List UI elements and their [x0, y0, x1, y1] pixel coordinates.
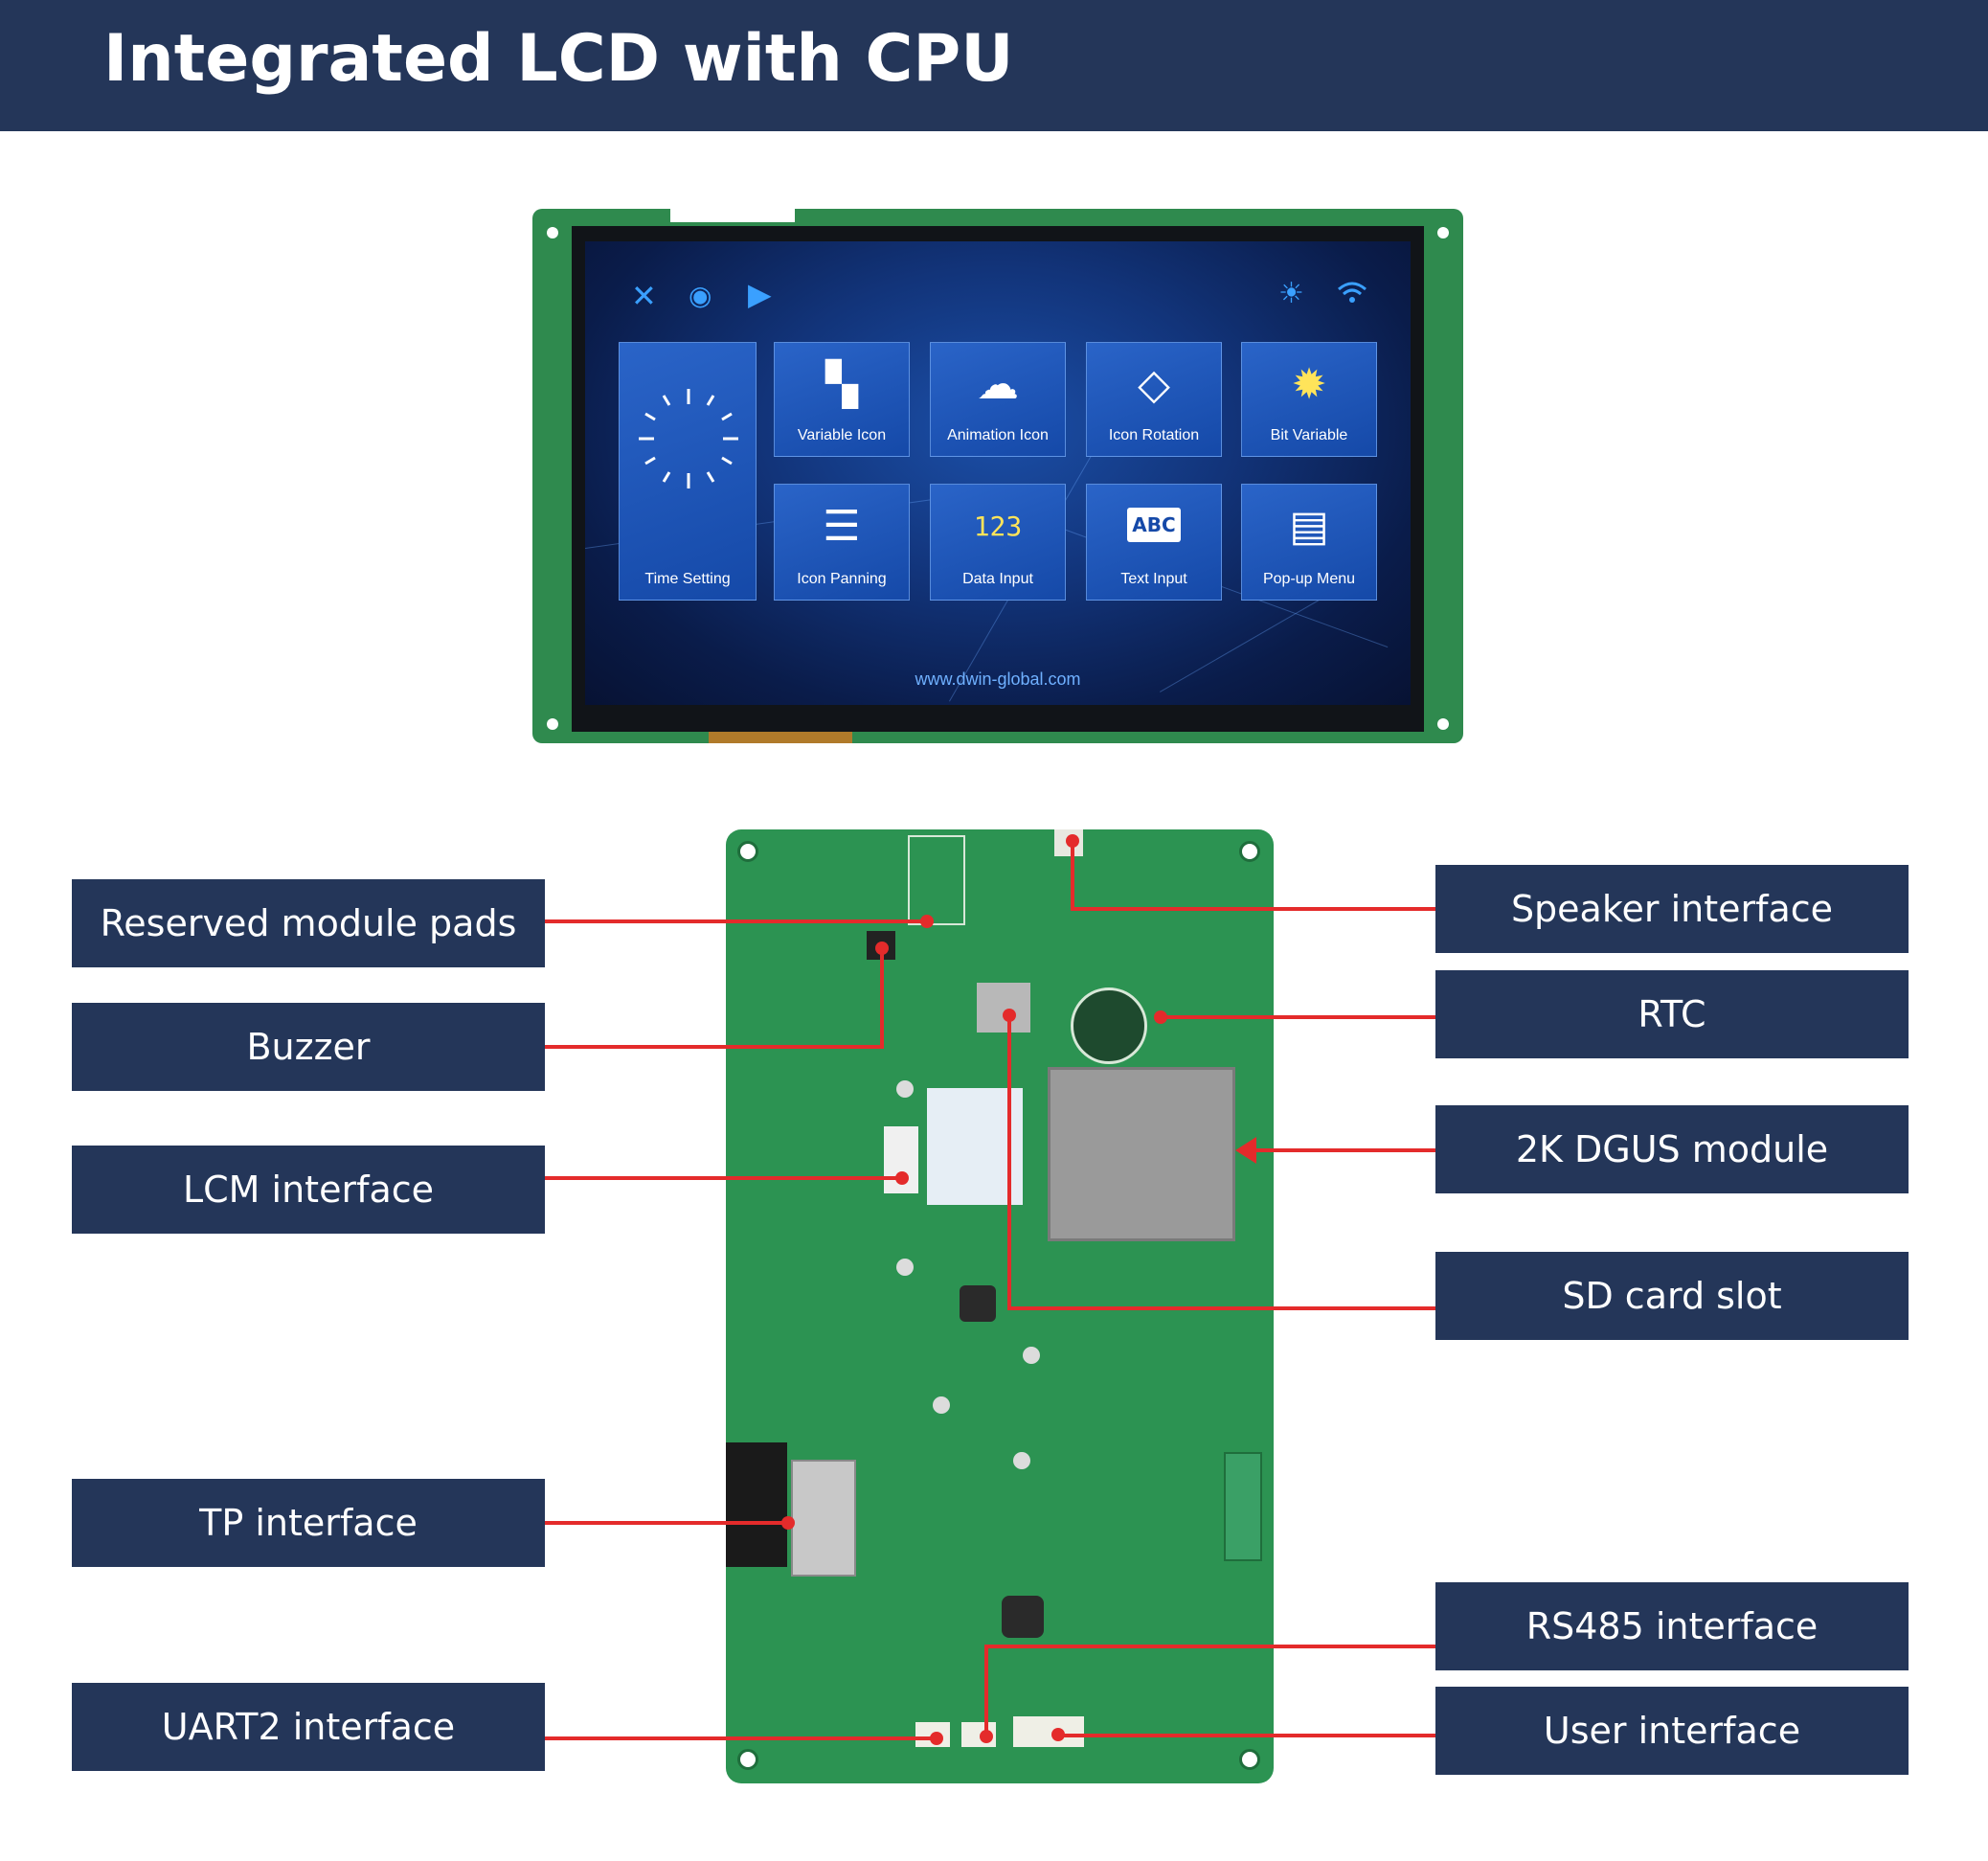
leader-line — [1161, 1015, 1435, 1019]
user-connector — [1013, 1716, 1084, 1747]
leader-line — [545, 1045, 884, 1049]
wifi-icon[interactable] — [1336, 278, 1368, 310]
inductor — [1002, 1596, 1044, 1638]
mount-hole — [1437, 718, 1449, 730]
tile-label: Bit Variable — [1270, 427, 1348, 443]
rtc-battery — [1071, 987, 1147, 1064]
menu-icon: ▤ — [1289, 502, 1329, 551]
tile-label: Pop-up Menu — [1262, 571, 1356, 587]
header-banner: Integrated LCD with CPU — [0, 0, 1988, 131]
leader-line — [1071, 907, 1435, 911]
tools-icon[interactable]: ✕ — [631, 278, 657, 314]
leader-dot — [1003, 1009, 1016, 1022]
tile-data-input[interactable]: 123 Data Input — [930, 484, 1066, 601]
leader-dot — [930, 1732, 943, 1745]
label-speaker-interface: Speaker interface — [1435, 865, 1909, 953]
leader-line — [1057, 1734, 1435, 1737]
tile-animation-icon[interactable]: ☁ Animation Icon — [930, 342, 1066, 457]
tile-text-input[interactable]: ABC Text Input — [1086, 484, 1222, 601]
grid-icon: ▚ — [825, 360, 858, 409]
mount-hole — [547, 227, 558, 238]
leader-line — [545, 919, 926, 923]
leader-line — [545, 1736, 936, 1740]
sd-card-slot — [977, 983, 1030, 1033]
label-uart2-interface: UART2 interface — [72, 1683, 545, 1771]
abc-book-icon: ABC — [1127, 508, 1181, 542]
mount-hole — [737, 1749, 758, 1770]
tile-label: Time Setting — [644, 571, 731, 587]
tile-icon-rotation[interactable]: ◇ Icon Rotation — [1086, 342, 1222, 457]
leader-line — [545, 1176, 901, 1180]
leader-line — [984, 1645, 988, 1736]
tile-label: Text Input — [1120, 571, 1187, 587]
terminal-pads — [1224, 1452, 1262, 1561]
dgus-module-shield — [1048, 1067, 1235, 1241]
tile-popup-menu[interactable]: ▤ Pop-up Menu — [1241, 484, 1377, 601]
capacitor — [933, 1396, 950, 1414]
mount-hole — [737, 841, 758, 862]
lcd-screen: ✕ ◉ ▶ ☀ Time Setting ▚ Variable Icon ☁ A… — [585, 241, 1411, 705]
leader-dot — [920, 915, 934, 928]
leader-dot — [1154, 1010, 1167, 1024]
reserved-module-pads — [908, 835, 965, 925]
mount-hole — [1239, 1749, 1260, 1770]
tp-flex-cable — [726, 1442, 787, 1567]
tile-label: Data Input — [962, 571, 1033, 587]
label-user-interface: User interface — [1435, 1687, 1909, 1775]
tp-connector — [791, 1460, 856, 1577]
leader-line — [984, 1645, 1435, 1648]
rotate-icon: ◇ — [1138, 360, 1170, 409]
label-tp-interface: TP interface — [72, 1479, 545, 1567]
leader-line — [880, 948, 884, 1049]
numeric-icon: 123 — [973, 511, 1023, 542]
pcb-notch — [670, 209, 795, 222]
inductor — [960, 1285, 996, 1322]
tile-bit-variable[interactable]: ✹ Bit Variable — [1241, 342, 1377, 457]
tile-time-setting[interactable]: Time Setting — [619, 342, 757, 601]
leader-line — [545, 1521, 787, 1525]
tile-variable-icon[interactable]: ▚ Variable Icon — [774, 342, 910, 457]
capacitor — [1023, 1347, 1040, 1364]
leader-line — [1254, 1148, 1435, 1152]
mount-hole — [1239, 841, 1260, 862]
mount-hole — [1437, 227, 1449, 238]
page-title: Integrated LCD with CPU — [103, 21, 1014, 97]
label-sd-card-slot: SD card slot — [1435, 1252, 1909, 1340]
camera-icon[interactable]: ◉ — [689, 280, 712, 311]
leader-dot — [980, 1730, 993, 1743]
leader-line — [1007, 1015, 1011, 1310]
label-reserved-module-pads: Reserved module pads — [72, 879, 545, 967]
tile-label: Animation Icon — [947, 427, 1049, 443]
label-2k-dgus-module: 2K DGUS module — [1435, 1105, 1909, 1193]
mount-hole — [547, 718, 558, 730]
label-rs485-interface: RS485 interface — [1435, 1582, 1909, 1670]
capacitor — [1013, 1452, 1030, 1469]
tile-label: Variable Icon — [797, 427, 887, 443]
cloud-sun-icon: ☁ — [977, 360, 1019, 409]
leader-dot — [875, 942, 889, 955]
leader-dot — [895, 1171, 909, 1185]
leader-dot — [1051, 1728, 1065, 1741]
website-url[interactable]: www.dwin-global.com — [915, 670, 1081, 689]
bulb-icon: ✹ — [1291, 360, 1327, 409]
clock-icon — [639, 389, 738, 488]
label-rtc: RTC — [1435, 970, 1909, 1058]
brightness-icon[interactable]: ☀ — [1278, 277, 1304, 310]
capacitor — [896, 1080, 914, 1098]
label-buzzer: Buzzer — [72, 1003, 545, 1091]
tile-label: Icon Rotation — [1108, 427, 1200, 443]
play-icon[interactable]: ▶ — [748, 276, 772, 312]
capacitor — [896, 1259, 914, 1276]
arrow-head-icon — [1235, 1137, 1256, 1164]
leader-dot — [781, 1516, 795, 1530]
tile-icon-panning[interactable]: ☰ Icon Panning — [774, 484, 910, 601]
leader-line — [1071, 841, 1074, 911]
fpc-cable — [709, 732, 852, 743]
tile-label: Icon Panning — [797, 571, 887, 587]
lcm-ribbon-cable — [927, 1088, 1023, 1205]
label-lcm-interface: LCM interface — [72, 1146, 545, 1234]
sliders-icon: ☰ — [823, 502, 861, 551]
leader-dot — [1066, 834, 1079, 848]
leader-line — [1007, 1306, 1435, 1310]
